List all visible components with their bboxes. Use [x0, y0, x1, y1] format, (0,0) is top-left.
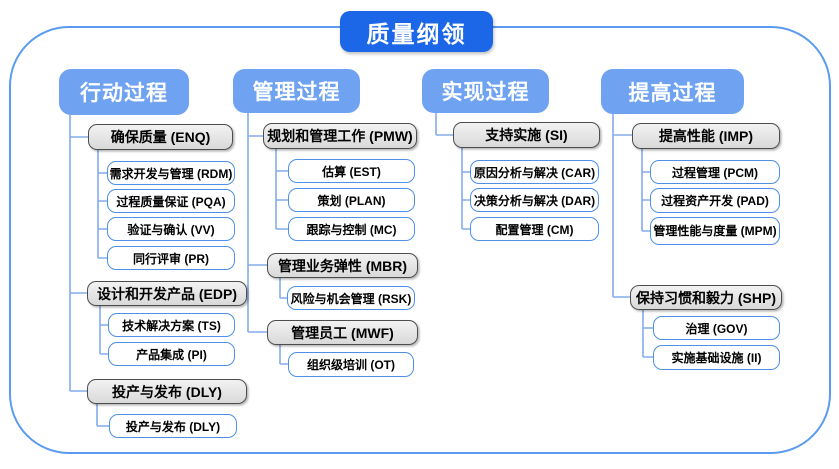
- node-imp: 提高性能 (IMP): [632, 123, 780, 149]
- node-ii: 实施基础设施 (II): [653, 345, 780, 370]
- node-car: 原因分析与解决 (CAR): [470, 160, 599, 184]
- node-pr: 同行评审 (PR): [107, 246, 235, 270]
- header-management-process: 管理过程: [233, 69, 360, 113]
- header-implementation-process: 实现过程: [422, 69, 549, 113]
- node-ot: 组织级培训 (OT): [288, 352, 414, 377]
- node-pcm: 过程管理 (PCM): [650, 160, 780, 184]
- node-gov: 治理 (GOV): [653, 316, 780, 340]
- node-enq: 确保质量 (ENQ): [88, 124, 233, 150]
- header-improvement-process: 提高过程: [601, 69, 744, 114]
- node-pad: 过程资产开发 (PAD): [650, 188, 780, 213]
- node-mc: 跟踪与控制 (MC): [288, 217, 415, 241]
- node-rdm: 需求开发与管理 (RDM): [107, 161, 235, 185]
- header-action-process: 行动过程: [59, 69, 189, 115]
- node-cm: 配置管理 (CM): [470, 217, 599, 241]
- node-plan: 策划 (PLAN): [288, 188, 415, 212]
- node-mbr: 管理业务弹性 (MBR): [267, 253, 418, 278]
- node-dly-group: 投产与发布 (DLY): [87, 379, 247, 404]
- node-mpm: 管理性能与度量 (MPM): [650, 217, 780, 245]
- node-est: 估算 (EST): [288, 159, 415, 183]
- node-pmw: 规划和管理工作 (PMW): [263, 123, 417, 149]
- node-pqa: 过程质量保证 (PQA): [107, 189, 235, 213]
- node-mwf: 管理员工 (MWF): [267, 320, 418, 345]
- node-pi: 产品集成 (PI): [108, 342, 235, 366]
- node-ts: 技术解决方案 (TS): [108, 313, 235, 337]
- diagram-title: 质量纲领: [340, 11, 493, 52]
- node-shp: 保持习惯和毅力 (SHP): [630, 285, 782, 310]
- node-rsk: 风险与机会管理 (RSK): [287, 286, 415, 310]
- node-dly: 投产与发布 (DLY): [109, 414, 237, 438]
- node-dar: 决策分析与解决 (DAR): [470, 188, 599, 212]
- node-si: 支持实施 (SI): [453, 122, 600, 148]
- node-edp: 设计和开发产品 (EDP): [87, 281, 247, 306]
- node-vv: 验证与确认 (VV): [107, 217, 235, 241]
